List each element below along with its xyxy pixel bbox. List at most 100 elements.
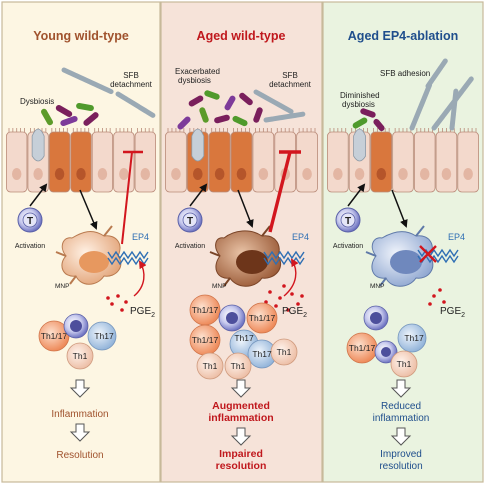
svg-text:EP4: EP4 xyxy=(292,232,309,242)
cell-nucleus xyxy=(76,168,86,180)
bacteria-ep4 xyxy=(352,108,385,132)
labels-young: Dysbiosis SFB detachment Activation MNP … xyxy=(15,71,155,319)
activated-epithelial-cell xyxy=(230,131,253,193)
mnp-ep4 xyxy=(365,225,434,287)
cell-nucleus xyxy=(333,168,343,180)
cell-nucleus xyxy=(376,168,387,180)
panel-young-title: Young wild-type xyxy=(33,29,129,43)
red-inhibition-arrows xyxy=(121,150,301,245)
sfb-segment xyxy=(103,86,114,95)
pge2-dot xyxy=(438,288,442,292)
svg-text:Th17: Th17 xyxy=(94,331,114,341)
ep4-receptor-coil xyxy=(107,250,149,260)
cell-nucleus xyxy=(119,168,129,180)
svg-text:Improved: Improved xyxy=(380,449,422,460)
svg-text:SFB: SFB xyxy=(123,71,139,80)
svg-text:Exacerbated: Exacerbated xyxy=(175,67,220,76)
svg-text:Resolution: Resolution xyxy=(56,450,103,461)
pge2-dot xyxy=(120,308,124,312)
pge2-dot xyxy=(428,302,432,306)
cell-nucleus xyxy=(54,168,65,180)
svg-text:detachment: detachment xyxy=(269,80,312,89)
goblet-cell-mucus xyxy=(191,128,205,162)
svg-text:PGE2: PGE2 xyxy=(440,306,465,319)
t-cell-aged: T xyxy=(177,207,203,233)
t-cell-ep4: T xyxy=(335,207,361,233)
svg-text:T: T xyxy=(345,216,351,227)
pge2-dot xyxy=(286,308,290,312)
svg-text:SFB adhesion: SFB adhesion xyxy=(380,69,430,78)
epithelial-cell xyxy=(296,131,318,193)
epithelium-ep4 xyxy=(327,128,479,193)
mnp-young xyxy=(55,225,122,285)
ep4-receptor-coil xyxy=(107,256,149,266)
svg-text:T: T xyxy=(27,216,33,227)
pge2-dot xyxy=(432,294,436,298)
cell-nucleus xyxy=(258,168,269,180)
black-arrows xyxy=(29,183,408,230)
svg-text:inflammation: inflammation xyxy=(373,413,430,424)
t-cell-young: T xyxy=(17,207,43,233)
epithelial-cell xyxy=(435,131,458,193)
outcomes-ep4: Reduced inflammation Improved resolution xyxy=(373,401,430,472)
sfb-segment xyxy=(283,106,294,114)
sfb-segment xyxy=(452,88,459,101)
svg-text:Diminished: Diminished xyxy=(340,91,380,100)
cell-nucleus xyxy=(33,168,43,180)
outcomes-aged: Augmented inflammation Impaired resoluti… xyxy=(208,400,273,472)
epithelial-cell xyxy=(274,131,297,193)
svg-text:MNP: MNP xyxy=(370,283,384,290)
pge2-dot xyxy=(116,294,120,298)
svg-text:Dysbiosis: Dysbiosis xyxy=(20,97,54,106)
activated-epithelial-cell xyxy=(48,131,71,193)
svg-text:Activation: Activation xyxy=(175,243,205,250)
svg-text:EP4: EP4 xyxy=(448,232,465,242)
svg-text:PGE2: PGE2 xyxy=(130,306,155,319)
mnp-aged xyxy=(209,225,282,287)
svg-text:SFB: SFB xyxy=(282,71,298,80)
epithelium-young xyxy=(6,128,156,193)
pge2-dot xyxy=(290,292,294,296)
sfb-segment xyxy=(464,76,474,87)
labels-aged: Exacerbated dysbiosis SFB detachment Act… xyxy=(175,67,312,319)
svg-text:Th17: Th17 xyxy=(234,333,254,343)
pge2-dot xyxy=(124,300,128,304)
epithelial-cell xyxy=(252,131,275,193)
cell-nucleus xyxy=(302,168,312,180)
activated-epithelial-cell xyxy=(208,131,231,193)
svg-text:Th1: Th1 xyxy=(231,361,246,371)
goblet-cell-mucus xyxy=(31,128,45,162)
epithelium-aged xyxy=(165,128,318,193)
svg-text:MNP: MNP xyxy=(212,283,226,290)
cell-nucleus xyxy=(171,168,181,180)
th-cells-young: Th1/17 Th17 Th1 xyxy=(38,313,117,370)
pge2-dot xyxy=(268,290,272,294)
svg-text:EP4: EP4 xyxy=(132,232,149,242)
svg-text:Activation: Activation xyxy=(333,243,363,250)
svg-text:Reduced: Reduced xyxy=(381,401,421,412)
sfb-filaments xyxy=(61,58,474,131)
svg-text:Th1/17: Th1/17 xyxy=(249,313,276,323)
epithelial-cell xyxy=(413,131,436,193)
ep4-ablation-cross xyxy=(419,245,437,263)
epithelial-cell xyxy=(91,131,114,193)
svg-text:T: T xyxy=(187,216,193,227)
cell-nucleus xyxy=(214,168,225,180)
svg-text:Th1: Th1 xyxy=(277,347,292,357)
pge2-dot xyxy=(106,296,110,300)
sfb-segment xyxy=(144,109,156,118)
pge2-dot xyxy=(274,304,278,308)
th-cells-ep4: Th1/17 Th17 Th1 xyxy=(346,305,427,378)
outcomes-young: Inflammation Resolution xyxy=(51,409,108,461)
svg-text:PGE2: PGE2 xyxy=(282,306,307,319)
panel-aged-title: Aged wild-type xyxy=(197,29,286,43)
svg-text:Th1/17: Th1/17 xyxy=(192,335,219,345)
bacteria-aged xyxy=(177,90,263,130)
cell-nucleus xyxy=(354,168,365,180)
labels-ep4: Diminished dysbiosis SFB adhesion Activa… xyxy=(333,69,465,319)
bacteria-young xyxy=(41,102,99,127)
down-arrows xyxy=(69,379,412,446)
pge2-dot xyxy=(282,284,286,288)
